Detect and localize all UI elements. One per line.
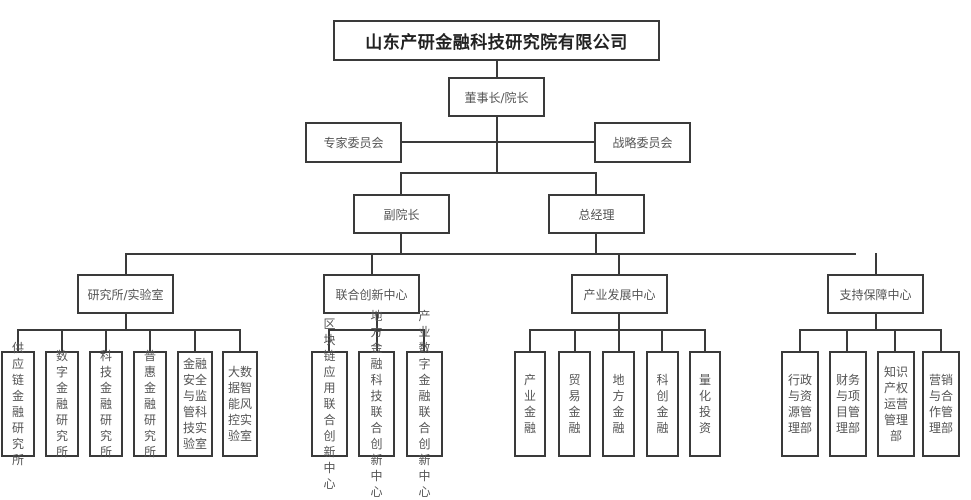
connector-line bbox=[496, 60, 498, 78]
strategy-committee-box: 战略委员会 bbox=[594, 122, 691, 163]
connector-line bbox=[529, 329, 531, 351]
chairman-box: 董事长/院长 bbox=[448, 77, 545, 117]
connector-line bbox=[799, 329, 801, 351]
connector-line bbox=[400, 141, 595, 143]
unit-box: 地方金融科技联合创新中心 bbox=[358, 309, 395, 499]
vice-president-box: 副院长 bbox=[353, 194, 450, 234]
connector-line bbox=[61, 329, 63, 351]
connector-line bbox=[875, 253, 877, 275]
unit-box: 供应链金融研究所 bbox=[1, 341, 35, 467]
connector-line bbox=[595, 172, 597, 195]
connector-line bbox=[846, 329, 848, 351]
connector-line bbox=[17, 329, 19, 351]
unit-box: 贸易金融 bbox=[558, 351, 591, 457]
unit-box: 行政与资源管理部 bbox=[781, 351, 819, 457]
center-research-box: 研究所/实验室 bbox=[77, 274, 174, 314]
connector-line bbox=[125, 313, 127, 330]
unit-box: 地方金融 bbox=[602, 351, 635, 457]
connector-line bbox=[618, 253, 620, 275]
unit-box: 区块链应用联合创新中心 bbox=[311, 317, 348, 491]
connector-line bbox=[239, 329, 241, 351]
unit-box: 大数据智能风控实验室 bbox=[222, 351, 258, 457]
unit-box: 财务与项目管理部 bbox=[829, 351, 867, 457]
unit-box: 科技金融研究所 bbox=[89, 349, 123, 459]
connector-line bbox=[400, 172, 402, 195]
unit-box: 科创金融 bbox=[646, 351, 679, 457]
connector-line bbox=[149, 329, 151, 351]
general-manager-box: 总经理 bbox=[548, 194, 645, 234]
connector-line bbox=[125, 253, 127, 275]
connector-line bbox=[400, 233, 402, 254]
unit-box: 数字金融研究所 bbox=[45, 349, 79, 459]
center-industry-box: 产业发展中心 bbox=[571, 274, 668, 314]
connector-line bbox=[574, 329, 576, 351]
connector-line bbox=[704, 329, 706, 351]
unit-box: 产业金融 bbox=[514, 351, 546, 457]
connector-line bbox=[17, 329, 241, 331]
connector-line bbox=[894, 329, 896, 351]
unit-box: 产业数字金融联合创新中心 bbox=[406, 309, 443, 499]
connector-line bbox=[423, 329, 425, 351]
connector-line bbox=[194, 329, 196, 351]
connector-line bbox=[618, 313, 620, 351]
connector-line bbox=[400, 172, 596, 174]
connector-line bbox=[799, 329, 942, 331]
connector-line bbox=[529, 329, 706, 331]
unit-box: 普惠金融研究所 bbox=[133, 349, 167, 459]
connector-line bbox=[328, 329, 425, 331]
connector-line bbox=[105, 329, 107, 351]
connector-line bbox=[595, 233, 597, 254]
connector-line bbox=[661, 329, 663, 351]
connector-line bbox=[371, 253, 373, 275]
unit-box: 金融安全与监管科技实验室 bbox=[177, 351, 213, 457]
unit-box: 知识产权运营管理部 bbox=[877, 351, 915, 457]
connector-line bbox=[940, 329, 942, 351]
unit-box: 营销与合作管理部 bbox=[922, 351, 960, 457]
connector-line bbox=[376, 313, 378, 351]
org-title-box: 山东产研金融科技研究院有限公司 bbox=[333, 20, 660, 61]
unit-box: 量化投资 bbox=[689, 351, 721, 457]
connector-line bbox=[328, 329, 330, 351]
center-support-box: 支持保障中心 bbox=[827, 274, 924, 314]
connector-line bbox=[875, 313, 877, 330]
expert-committee-box: 专家委员会 bbox=[305, 122, 402, 163]
connector-line bbox=[496, 116, 498, 173]
center-joint-innovation-box: 联合创新中心 bbox=[323, 274, 420, 314]
connector-line bbox=[125, 253, 856, 255]
